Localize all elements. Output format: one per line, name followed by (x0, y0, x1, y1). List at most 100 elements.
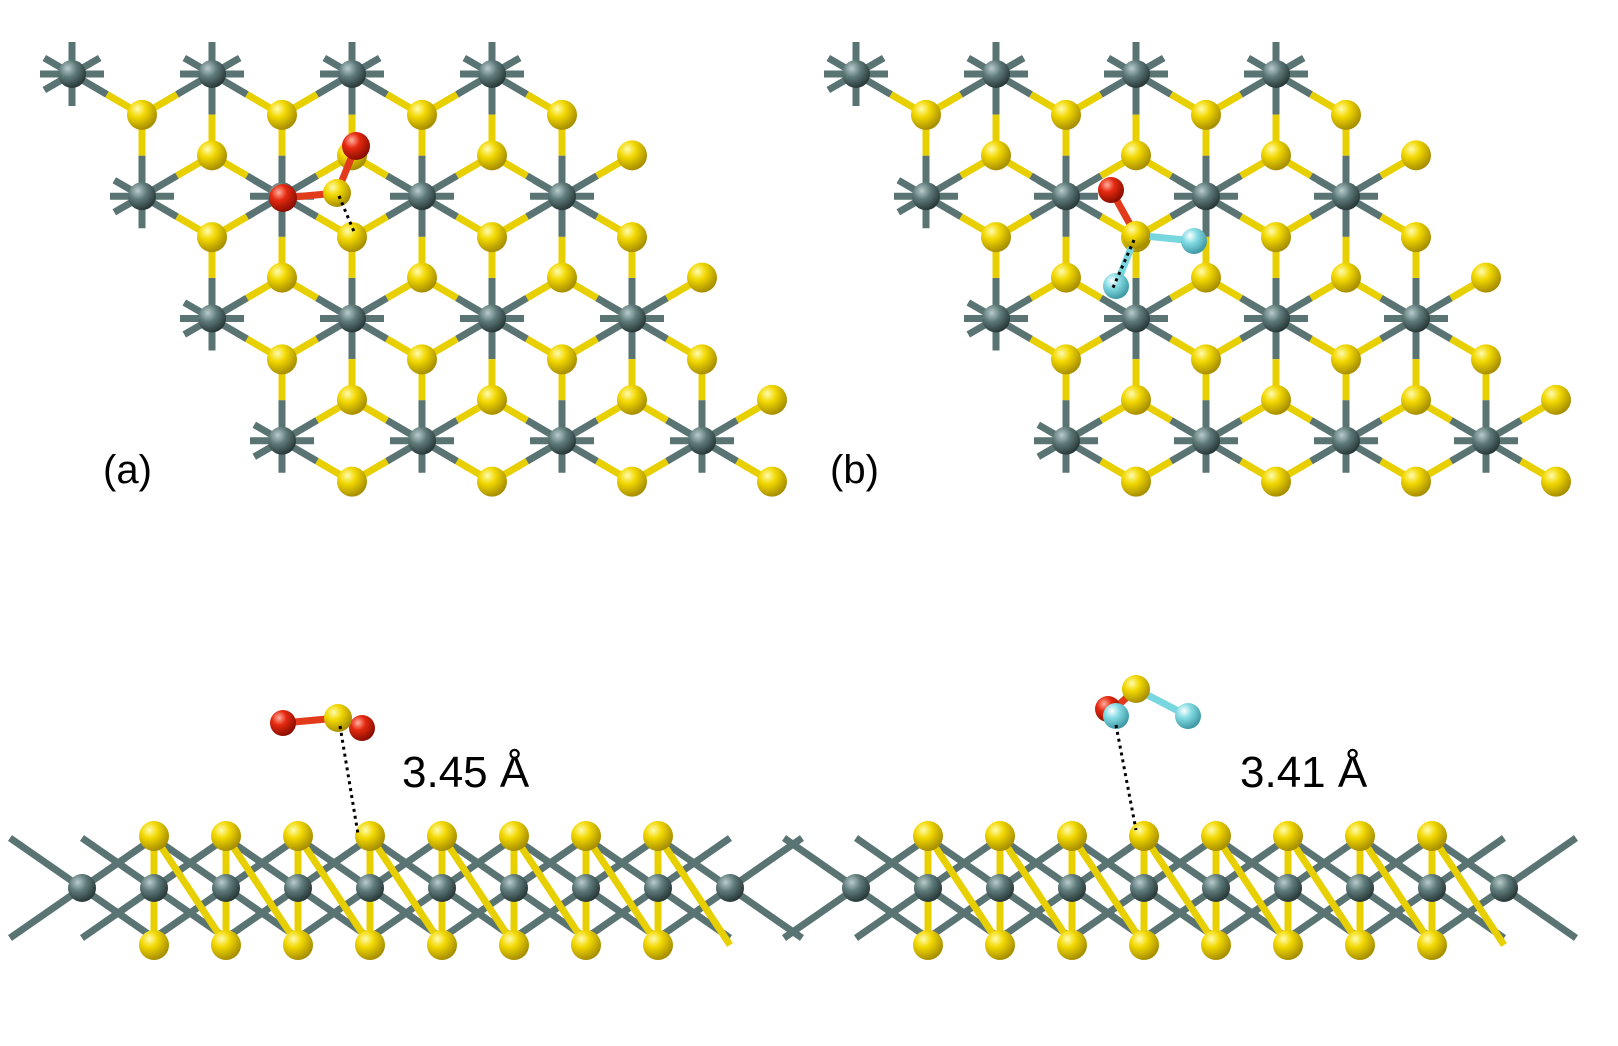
molybdenum-atom (1418, 874, 1446, 902)
sulfur-atom (913, 930, 943, 960)
mo-s-bond (80, 835, 156, 891)
sof2-molecule-side (1095, 675, 1201, 831)
molybdenum-atom (1346, 874, 1374, 902)
fluorine-atom (1103, 273, 1129, 299)
mo-s-bond (1358, 835, 1434, 891)
mo-s-bond (782, 885, 858, 941)
oxygen-atom (1098, 177, 1124, 203)
sulfur-atom (1122, 675, 1150, 703)
molybdenum-atom (618, 304, 646, 333)
mo-s-bond (1214, 885, 1290, 941)
s-s-bond (925, 834, 1003, 947)
so2-molecule-side (270, 704, 375, 835)
molybdenum-atom (572, 874, 600, 902)
sulfur-atom (643, 821, 673, 851)
mo-s-bond (368, 835, 444, 891)
sulfur-atom (477, 466, 507, 497)
molybdenum-atom (914, 874, 942, 902)
sulfur-atom (1129, 821, 1159, 851)
panel-a-top-view (40, 42, 787, 497)
mo-s-bond (512, 885, 588, 941)
sulfur-atom (913, 821, 943, 851)
s-s-bond (1285, 834, 1363, 947)
mo-s-bond (1070, 835, 1146, 891)
sulfur-atom (1273, 930, 1303, 960)
sulfur-atom (427, 821, 457, 851)
molybdenum-atom (1122, 304, 1150, 333)
molybdenum-atom (212, 874, 240, 902)
distance-label-a: 3.45 Å (402, 748, 530, 797)
sulfur-atom (1122, 221, 1150, 249)
s-s-bond (367, 834, 445, 947)
sulfur-atom (1471, 344, 1501, 375)
mo-s-bond (926, 835, 1002, 891)
sulfur-atom (1401, 384, 1431, 415)
molybdenum-atom (356, 874, 384, 902)
fluorine-atom (1103, 703, 1129, 729)
sof2-molecule-top (1098, 177, 1207, 299)
sulfur-atom (1057, 930, 1087, 960)
sulfur-atom (197, 222, 227, 253)
mo-s-bond (1430, 885, 1506, 941)
sulfur-atom (1417, 930, 1447, 960)
molybdenum-atom (1192, 182, 1220, 211)
mo-s-bond (1502, 835, 1578, 891)
mo-s-bond (152, 885, 228, 941)
sulfur-atom (757, 466, 787, 497)
mo-s-bond (512, 835, 588, 891)
mo-s-bond (926, 885, 1002, 941)
sulfur-atom (1401, 140, 1431, 171)
sulfur-atom (911, 99, 941, 130)
sulfur-atom (337, 384, 367, 415)
sulfur-atom (324, 704, 352, 732)
s-s-bond (1357, 834, 1435, 947)
oxygen-atom (342, 132, 370, 160)
molybdenum-atom (198, 60, 226, 88)
sulfur-atom (477, 384, 507, 415)
sulfur-atom (477, 140, 507, 171)
molybdenum-atom (1262, 60, 1290, 88)
panel-a-side-view (8, 704, 804, 960)
oxygen-atom (270, 710, 296, 736)
sulfur-atom (1261, 466, 1291, 497)
molybdenum-atom (128, 182, 156, 211)
s-s-bond (1141, 834, 1219, 947)
s-s-bond (1429, 834, 1507, 947)
sulfur-atom (571, 821, 601, 851)
panel-b-side-view (782, 675, 1578, 960)
side-bonds (782, 834, 1578, 947)
sulfur-atom (617, 466, 647, 497)
sulfur-atom (1541, 466, 1571, 497)
sulfur-atom (1261, 222, 1291, 253)
sulfur-atom (211, 930, 241, 960)
mo-s-bond (152, 835, 228, 891)
molybdenum-atom (1052, 182, 1080, 211)
sulfur-atom (1051, 99, 1081, 130)
molybdenum-atom (428, 874, 456, 902)
sulfur-atom (981, 140, 1011, 171)
mo-s-bond (656, 885, 732, 941)
molybdenum-atom (548, 182, 576, 211)
molybdenum-atom (912, 182, 940, 211)
molybdenum-atom (1332, 182, 1360, 211)
sulfur-atom (407, 344, 437, 375)
mo-s-bond (440, 885, 516, 941)
s-s-bond (295, 834, 373, 947)
molybdenum-atom (842, 60, 870, 88)
sulfur-atom (643, 930, 673, 960)
sulfur-atom (1201, 930, 1231, 960)
molybdenum-atom (1122, 60, 1150, 88)
molybdenum-atom (1490, 874, 1518, 902)
mo-s-bond (1286, 835, 1362, 891)
atoms (842, 60, 1571, 497)
mo-s-bond (8, 835, 84, 891)
molybdenum-atom (268, 426, 296, 455)
distance-label-b: 3.41 Å (1240, 748, 1368, 797)
sulfur-atom (985, 930, 1015, 960)
sulfur-atom (1129, 930, 1159, 960)
side-atoms (68, 821, 744, 960)
mo-s-bond (1502, 885, 1578, 941)
sulfur-atom (985, 821, 1015, 851)
sulfur-atom (1541, 384, 1571, 415)
distance-dash (1114, 724, 1138, 831)
